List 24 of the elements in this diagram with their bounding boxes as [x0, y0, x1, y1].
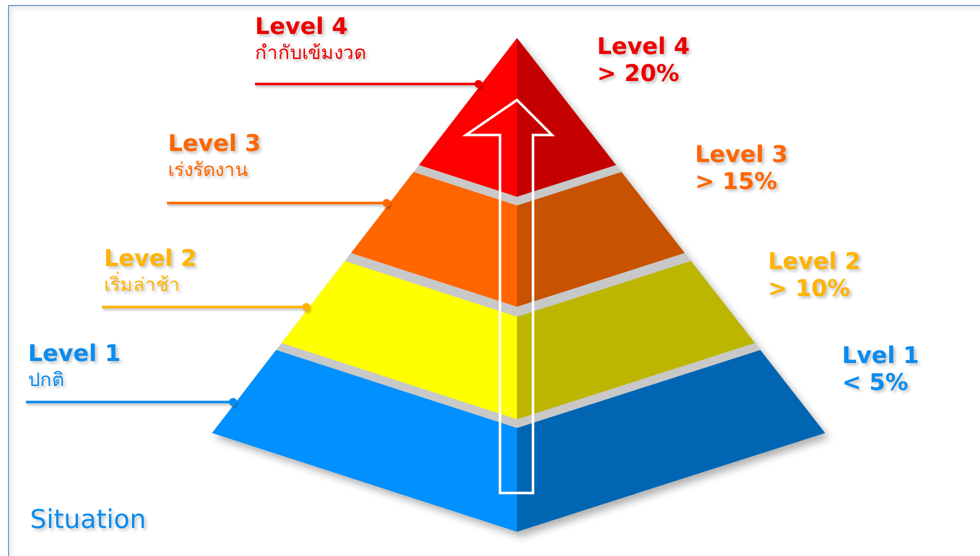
level-label: Level 4: [597, 34, 690, 60]
threshold-label: < 5%: [842, 370, 908, 396]
threshold-label: > 10%: [768, 276, 850, 302]
level-label: Level 3: [695, 142, 788, 168]
level-description: ปกติ: [28, 368, 65, 393]
level-description: เริ่มล่าช้า: [104, 273, 197, 298]
level-label: Lvel 1: [842, 343, 920, 369]
threshold-label: > 20%: [597, 61, 680, 87]
level-description: เร่งรัดงาน: [168, 158, 249, 183]
threshold-label: > 15%: [695, 169, 778, 195]
level-heading: Level 4: [255, 14, 349, 41]
pyramid-tier: [351, 172, 685, 307]
level-heading: Level 3: [168, 131, 261, 158]
leader-line: [26, 398, 237, 406]
leader-line: [255, 80, 482, 88]
level-heading: Level 2: [104, 246, 197, 272]
level-heading: Level 1: [28, 341, 121, 368]
level-label: Level 2: [768, 249, 861, 275]
situation-label: Situation: [30, 505, 146, 535]
pyramid-tier: [212, 350, 826, 532]
pyramid-tier: [282, 261, 755, 420]
level-description: กำกับเข้มงวด: [255, 41, 366, 66]
leader-line: [167, 199, 391, 207]
leader-line: [102, 303, 310, 311]
